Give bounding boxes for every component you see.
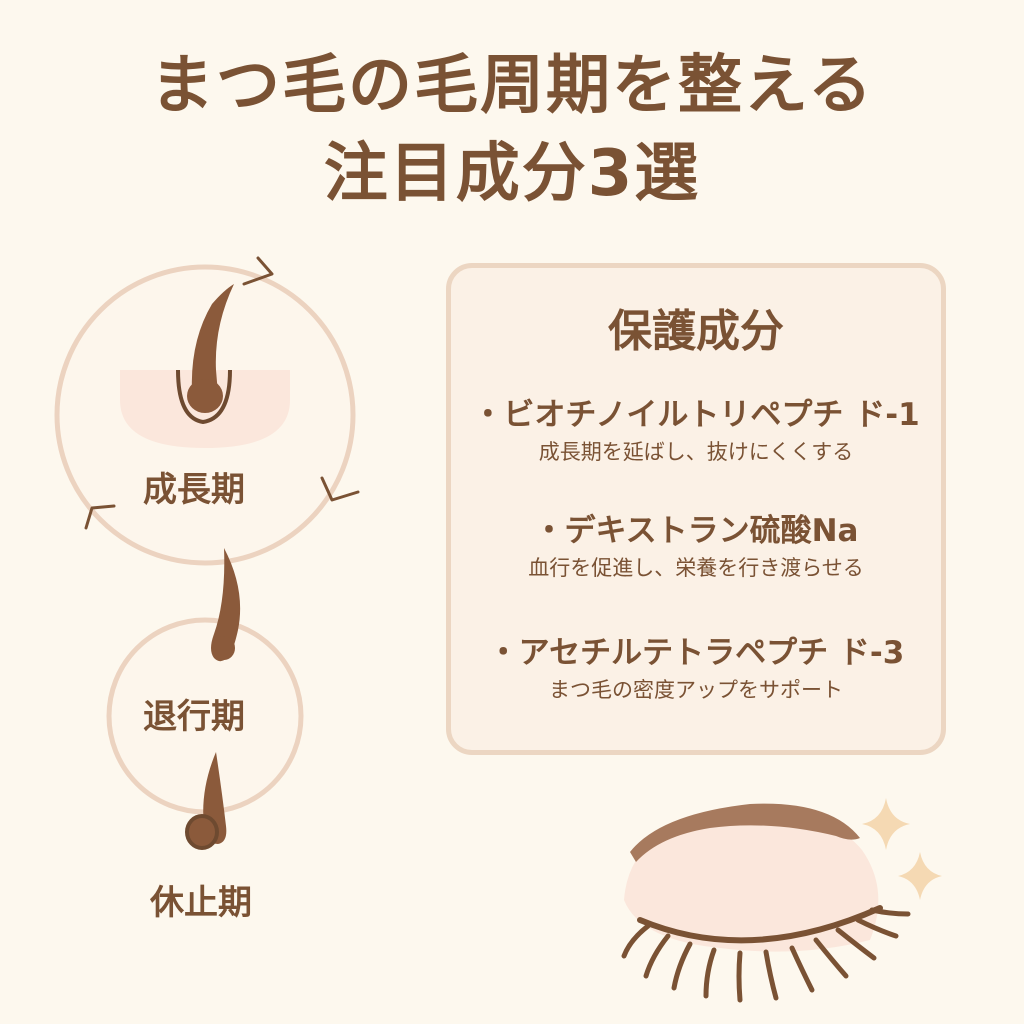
ingredient-description: まつ毛の密度アップをサポート	[549, 678, 843, 703]
ingredient-name: ・ビオチノイルトリペプチ ド-1	[472, 397, 920, 433]
sparkle-icon	[898, 852, 942, 900]
hair-follicle-icon	[185, 752, 227, 850]
ingredient-panel: 保護成分 ・ビオチノイルトリペプチ ド-1 成長期を延ばし、抜けにくくする ・デ…	[446, 263, 946, 755]
panel-heading: 保護成分	[608, 306, 784, 357]
regression-phase-label: 退行期	[143, 697, 245, 737]
cycle-arrow-icon	[84, 504, 116, 530]
eyelashes	[621, 907, 911, 1003]
rest-phase-label: 休止期	[150, 883, 252, 923]
ingredient-description: 血行を促進し、栄養を行き渡らせる	[528, 556, 864, 581]
hair-follicle-icon	[120, 284, 290, 448]
sparkle-icon	[862, 798, 910, 850]
eyebrow	[630, 803, 860, 862]
closed-eye-icon	[621, 798, 942, 1003]
ingredient-description: 成長期を延ばし、抜けにくくする	[538, 440, 854, 465]
cycle-arrow-icon	[242, 256, 274, 286]
hair-cycle-diagram	[54, 256, 360, 850]
ingredient-name: ・アセチルテトラペプチ ド-3	[487, 635, 905, 671]
page-title-line-2: 注目成分3選	[323, 137, 701, 211]
page-title-line-1: まつ毛の毛周期を整える	[149, 49, 875, 123]
eyelid-line	[637, 905, 883, 944]
growth-phase-label: 成長期	[143, 470, 245, 510]
eyelid-skin	[624, 813, 879, 952]
cycle-arrow-icon	[320, 476, 360, 502]
ingredient-item: ・アセチルテトラペプチ ド-3 まつ毛の密度アップをサポート	[451, 636, 941, 701]
ingredient-item: ・デキストラン硫酸Na 血行を促進し、栄養を行き渡らせる	[451, 514, 941, 579]
hair-follicle-icon	[211, 548, 241, 662]
ingredient-name: ・デキストラン硫酸Na	[533, 513, 859, 549]
ingredient-item: ・ビオチノイルトリペプチ ド-1 成長期を延ばし、抜けにくくする	[451, 398, 941, 463]
